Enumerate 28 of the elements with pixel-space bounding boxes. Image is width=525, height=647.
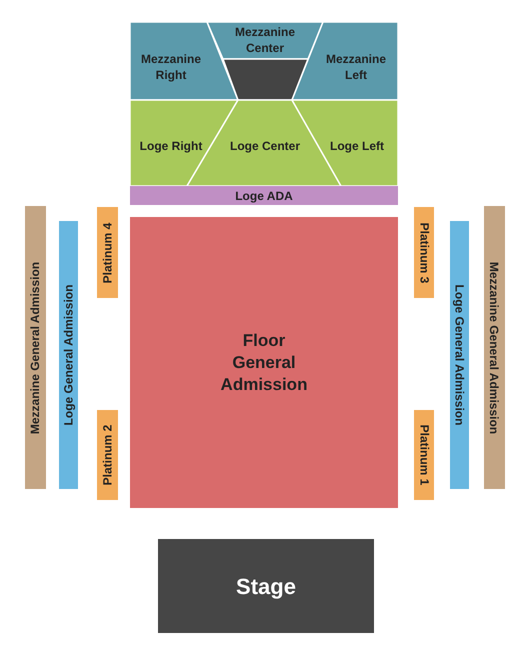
platinum-section: [97, 207, 118, 298]
section-label: Loge General Admission: [452, 284, 466, 426]
general-admission-section: [59, 221, 78, 489]
section-label: Stage: [236, 572, 296, 601]
section-label: Mezzanine General Admission: [488, 261, 502, 434]
section-label: Mezzanine Left: [324, 51, 387, 83]
platinum-section: [97, 410, 118, 500]
stage: [158, 539, 374, 633]
section-label: Mezzanine Center: [234, 24, 296, 56]
section-label: Platinum 4: [100, 222, 114, 283]
ada-section: [130, 186, 398, 205]
platinum-section: [414, 410, 434, 500]
section-label: Loge Left: [330, 138, 384, 154]
section-label: Loge Center: [230, 138, 300, 154]
section-label: Loge General Admission: [62, 284, 76, 426]
section-label: Mezzanine General Admission: [28, 261, 42, 434]
platinum-section: [414, 207, 434, 298]
section-label: Loge ADA: [235, 188, 293, 204]
floor-section: [130, 217, 398, 508]
general-admission-section: [484, 206, 505, 489]
section-label: Loge Right: [140, 138, 202, 154]
section-label: Platinum 2: [100, 424, 114, 486]
section-label: Platinum 1: [417, 424, 431, 486]
section-label: Mezzanine Right: [140, 51, 202, 83]
general-admission-section: [25, 206, 46, 489]
section-label: Floor General Admission: [220, 330, 308, 396]
section-label: Platinum 3: [417, 222, 431, 283]
general-admission-section: [450, 221, 469, 489]
